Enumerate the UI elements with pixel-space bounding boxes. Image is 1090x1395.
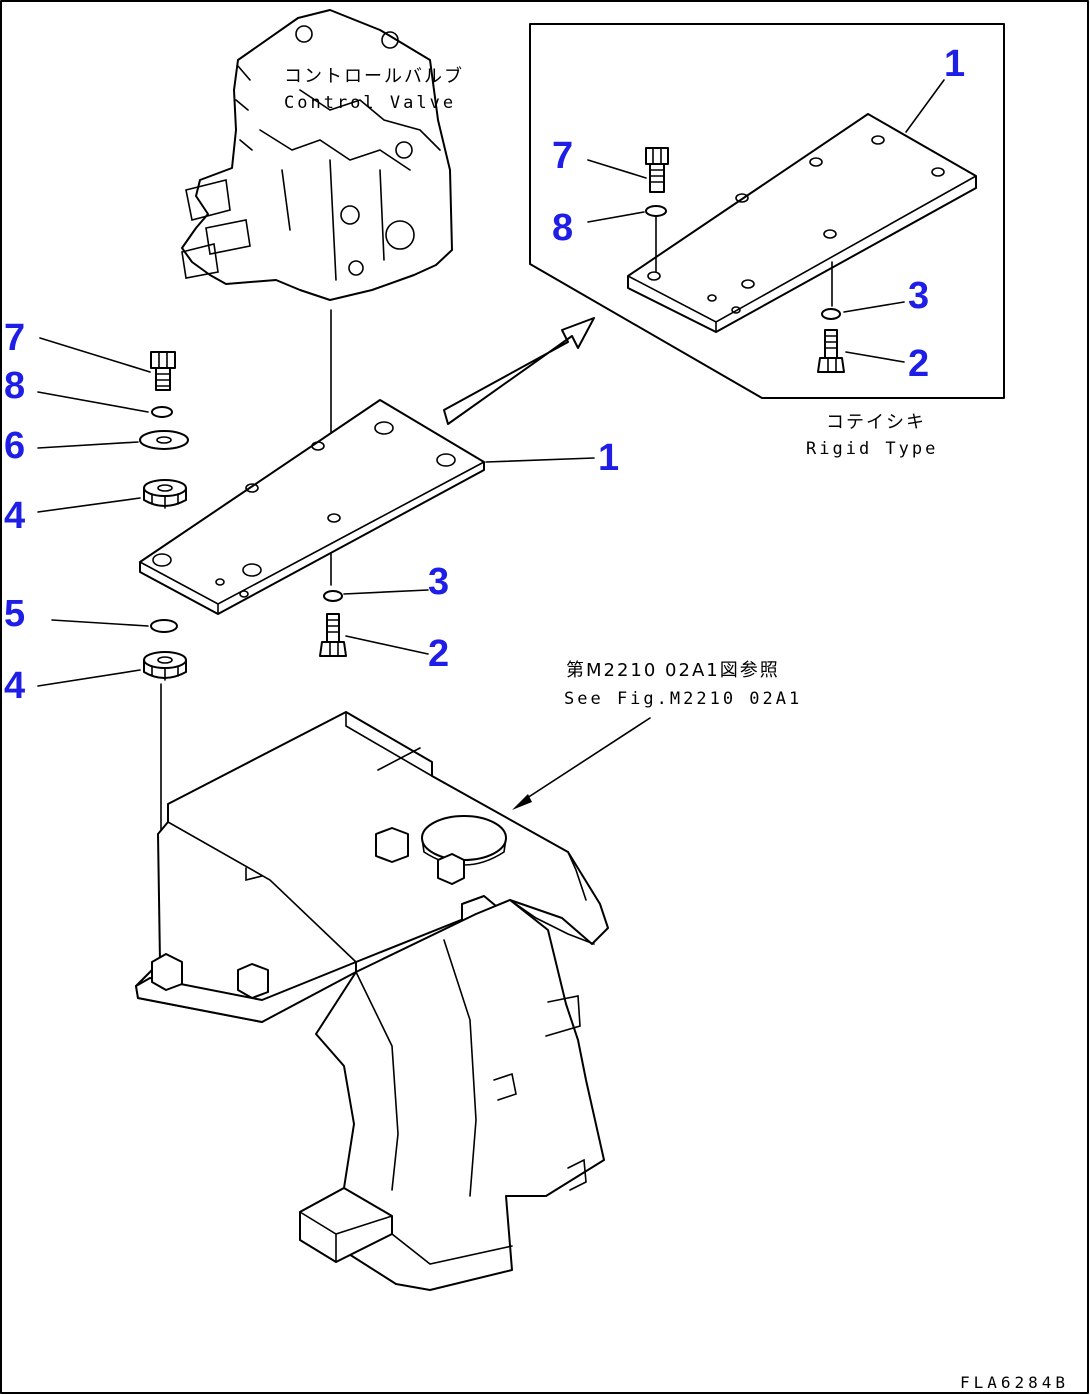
callout-1-inset: 1 <box>944 43 965 85</box>
callout-3-inset: 3 <box>908 275 929 317</box>
callout-2-main: 2 <box>428 633 449 675</box>
bolt-2-inset <box>817 329 845 373</box>
leader-lines-main <box>37 337 595 687</box>
bolt-2-main <box>319 613 347 657</box>
see-fig-label-en: See Fig.M2210 02A1 <box>564 689 802 709</box>
arrow-to-inset <box>443 317 595 425</box>
washer-6 <box>139 430 189 450</box>
main-frame-illustration <box>135 711 609 1291</box>
leader-lines-inset <box>587 79 945 363</box>
lock-washer-8-main <box>151 406 173 418</box>
rigid-type-label-en: Rigid Type <box>806 439 938 459</box>
lock-washer-8-inset <box>645 205 667 217</box>
callout-4-upper: 4 <box>4 495 25 537</box>
see-fig-label-jp: 第M2210 02A1図参照 <box>566 660 780 681</box>
control-valve-label-en: Control Valve <box>284 93 456 113</box>
control-valve-label-jp: コントロールバルブ <box>284 65 464 87</box>
drawing-code: FLA6284B <box>960 1373 1069 1392</box>
callout-4-lower: 4 <box>4 665 25 707</box>
ring-5 <box>150 619 178 633</box>
rigid-type-label-jp: コテイシキ <box>826 412 926 433</box>
callout-3-main: 3 <box>428 561 449 603</box>
callout-8-inset: 8 <box>552 207 573 249</box>
rigid-plate <box>627 113 977 333</box>
see-fig-leader <box>512 717 651 810</box>
callout-6: 6 <box>4 425 25 467</box>
washer-3-main <box>323 590 343 602</box>
callout-7-main: 7 <box>4 317 25 359</box>
bolt-7-inset <box>645 147 669 193</box>
bracket-plate <box>139 399 485 615</box>
inset-frame <box>529 23 1005 399</box>
cushion-4-upper <box>143 479 187 509</box>
bolt-7-main <box>150 351 176 391</box>
control-valve-illustration <box>181 9 453 301</box>
callout-7-inset: 7 <box>552 135 573 177</box>
cushion-4-lower <box>143 651 187 681</box>
callout-5: 5 <box>4 593 25 635</box>
callout-8-main: 8 <box>4 365 25 407</box>
washer-3-inset <box>821 308 841 320</box>
callout-2-inset: 2 <box>908 343 929 385</box>
callout-1-main: 1 <box>598 437 619 479</box>
